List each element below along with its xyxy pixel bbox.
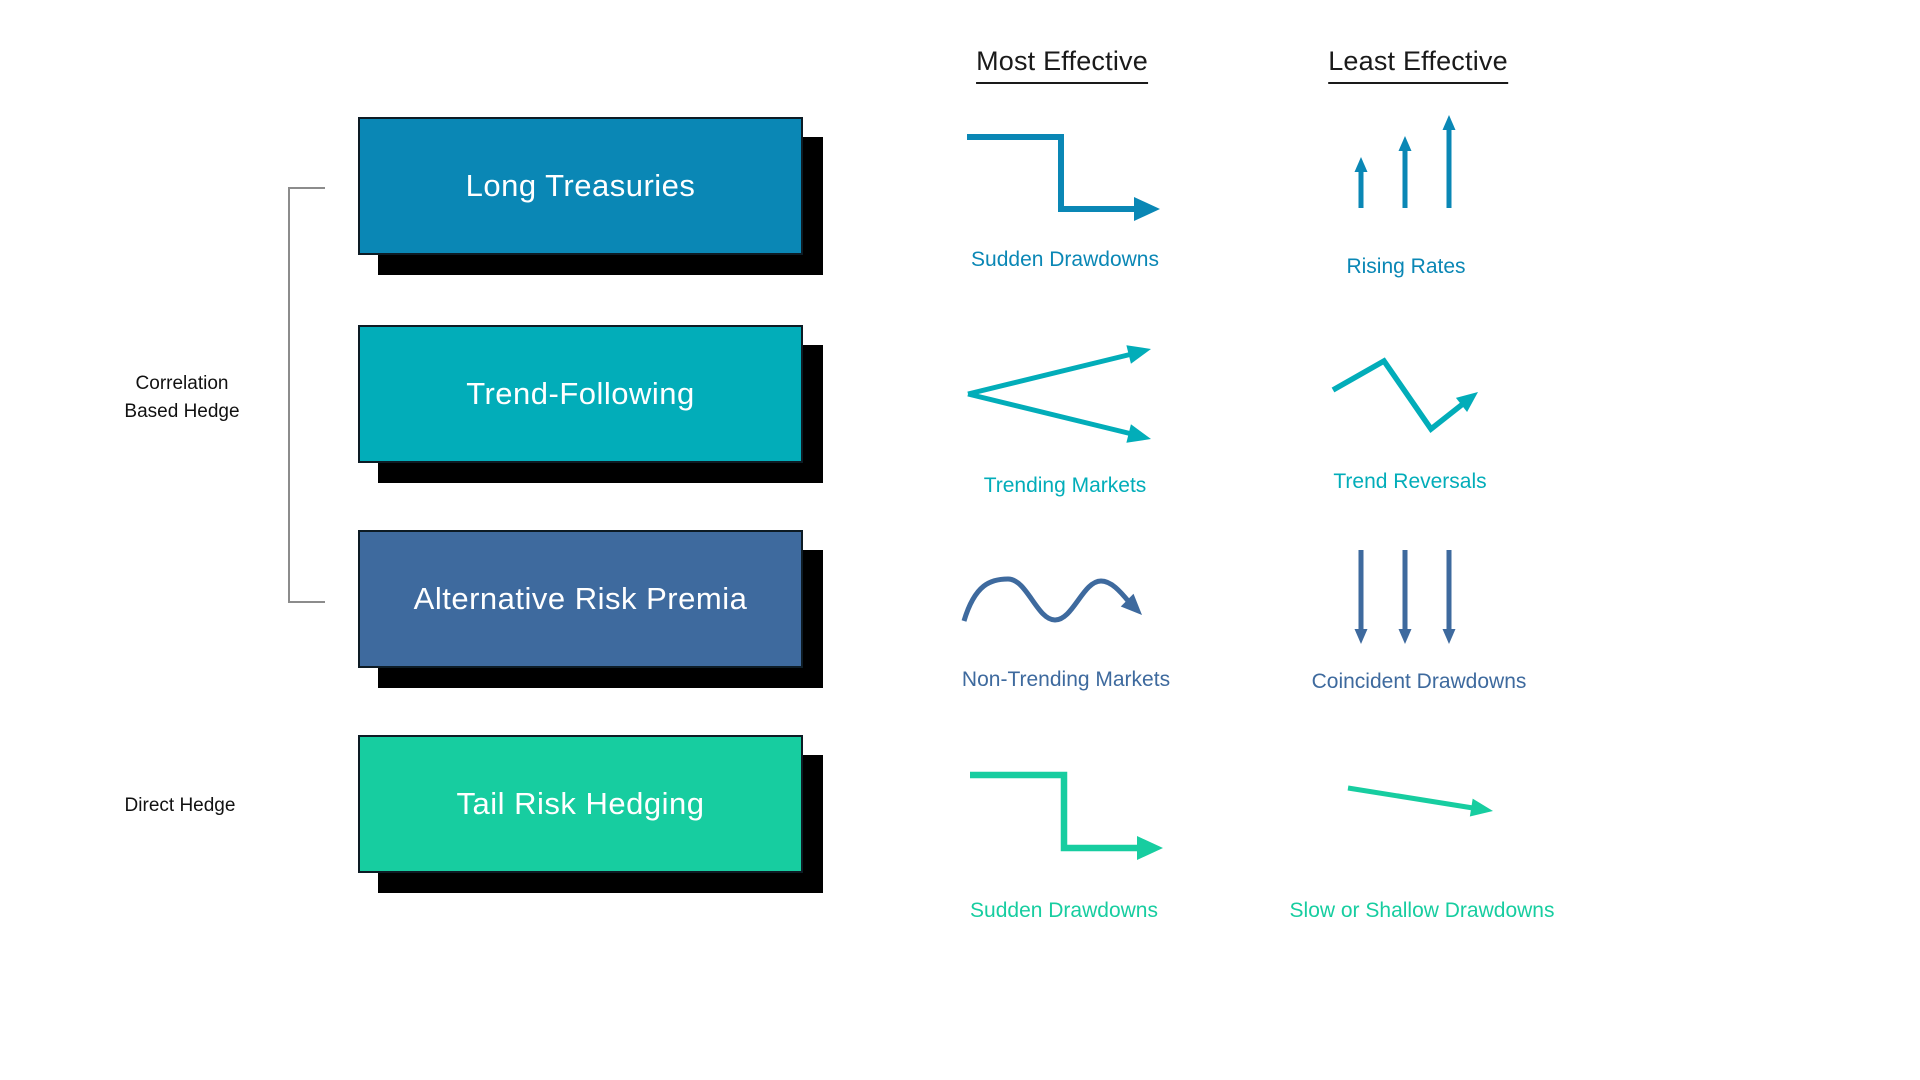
step-down-arrow-icon bbox=[964, 131, 1164, 221]
box-label-alternative-risk-premia: Alternative Risk Premia bbox=[413, 581, 748, 616]
label-rising-rates: Rising Rates bbox=[1346, 255, 1466, 278]
box-label-trend-following: Trend-Following bbox=[466, 376, 695, 411]
side-label-line1: Correlation bbox=[135, 373, 229, 394]
correlation-hedge-bracket bbox=[288, 187, 325, 603]
label-trend-reversals: Trend Reversals bbox=[1333, 470, 1487, 493]
box-tail-risk-hedging: Tail Risk Hedging bbox=[358, 735, 803, 873]
diverging-arrows-icon bbox=[965, 345, 1155, 443]
side-label-direct-hedge: Direct Hedge bbox=[124, 795, 236, 816]
zigzag-reversal-arrow-icon bbox=[1331, 357, 1481, 433]
label-trending-markets: Trending Markets bbox=[983, 474, 1147, 497]
label-sudden-drawdowns-1: Sudden Drawdowns bbox=[971, 248, 1159, 271]
label-slow-or-shallow-drawdowns: Slow or Shallow Drawdowns bbox=[1289, 899, 1555, 922]
label-coincident-drawdowns: Coincident Drawdowns bbox=[1311, 670, 1527, 693]
sine-wave-arrow-icon bbox=[961, 574, 1151, 626]
box-long-treasuries: Long Treasuries bbox=[358, 117, 803, 255]
column-header-least-effective: Least Effective bbox=[1328, 46, 1508, 84]
label-sudden-drawdowns-2: Sudden Drawdowns bbox=[970, 899, 1158, 922]
side-label-line2: Based Hedge bbox=[124, 400, 240, 422]
box-label-tail-risk-hedging: Tail Risk Hedging bbox=[456, 786, 705, 821]
three-falling-arrows-icon bbox=[1354, 548, 1458, 646]
column-header-most-effective: Most Effective bbox=[976, 46, 1148, 84]
box-alternative-risk-premia: Alternative Risk Premia bbox=[358, 530, 803, 668]
box-trend-following: Trend-Following bbox=[358, 325, 803, 463]
three-rising-arrows-icon bbox=[1354, 114, 1458, 210]
box-label-long-treasuries: Long Treasuries bbox=[465, 168, 696, 203]
label-non-trending-markets: Non-Trending Markets bbox=[961, 668, 1171, 691]
step-down-arrow-icon bbox=[967, 769, 1167, 860]
side-label-correlation-based-hedge: Correlation Based Hedge bbox=[124, 370, 239, 426]
shallow-decline-arrow-icon bbox=[1346, 784, 1496, 818]
